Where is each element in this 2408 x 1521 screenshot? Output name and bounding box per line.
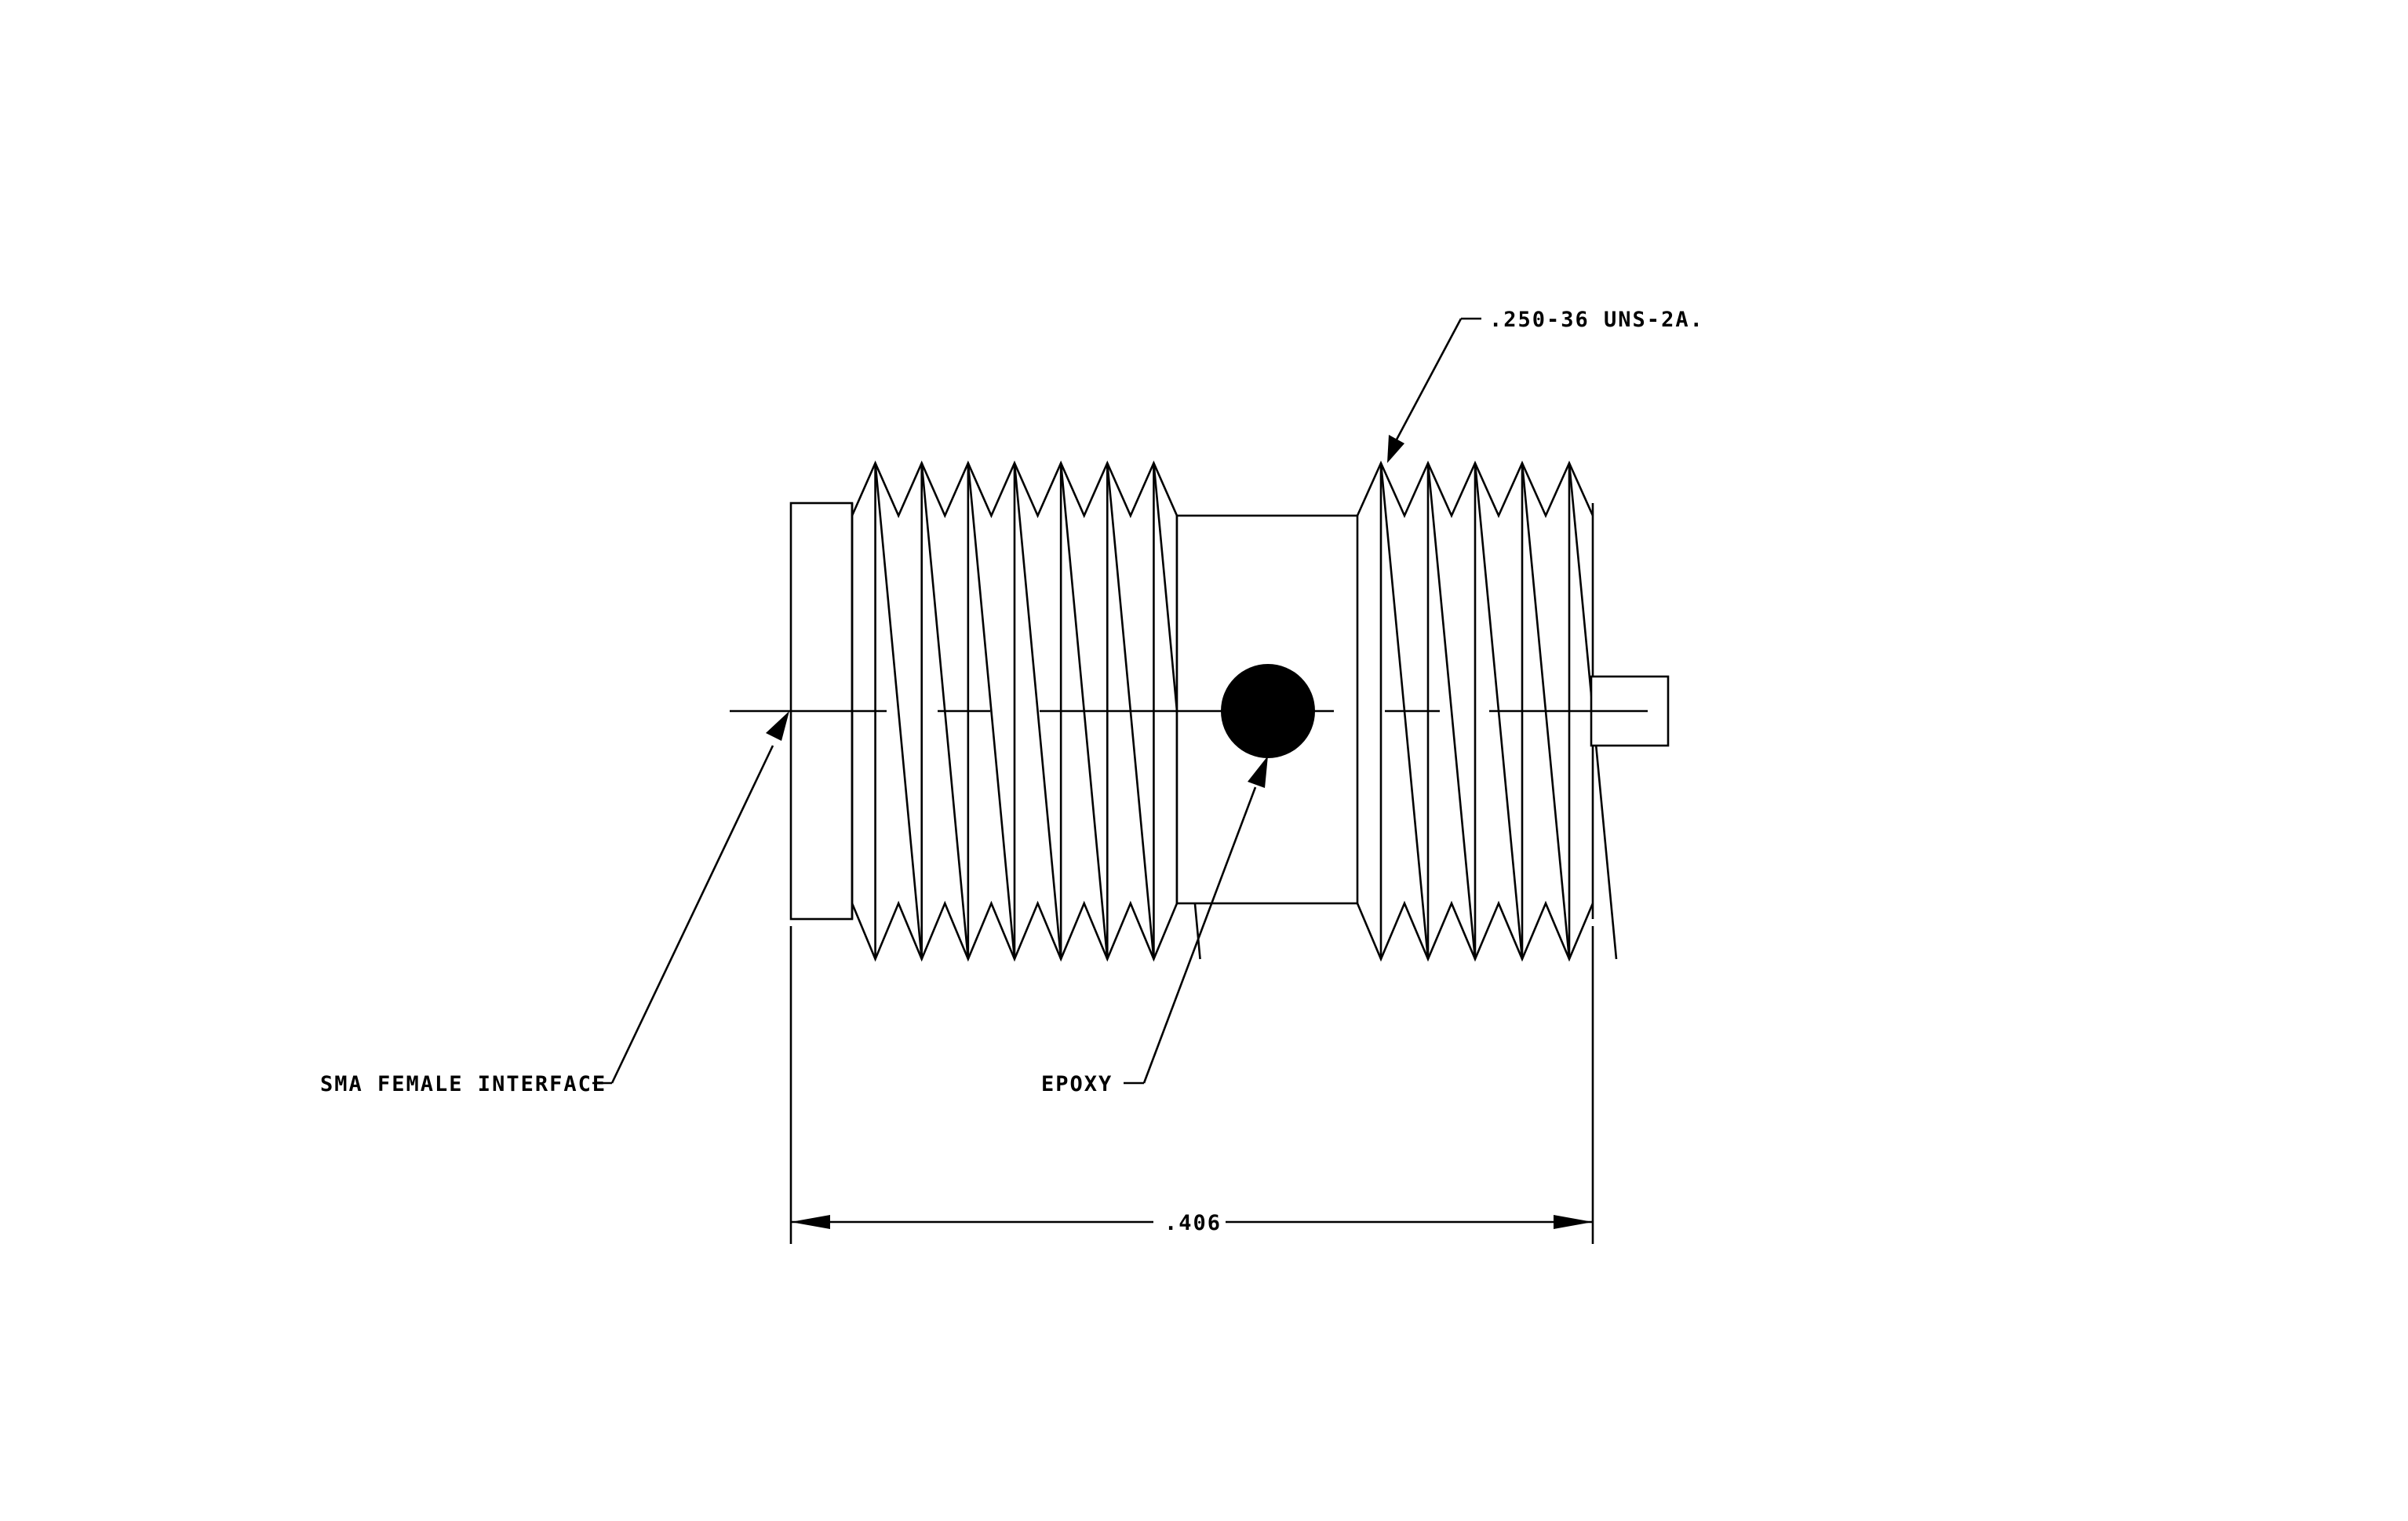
epoxy-label: EPOXY	[1041, 1072, 1113, 1096]
thread-spec-leader	[1387, 317, 1481, 463]
overall-length-dimension	[789, 926, 1594, 1244]
thread-spec-label: .250-36 UNS-2A.	[1489, 308, 1704, 332]
sma-interface-leader	[592, 711, 789, 1085]
thread-helix-line	[1426, 462, 1477, 960]
thread-helix-line	[1013, 462, 1062, 960]
epoxy-leader	[1124, 756, 1268, 1085]
overall-length-label: .406	[1164, 1211, 1222, 1235]
epoxy-dot	[1221, 664, 1315, 758]
thread-helix-line	[967, 462, 1016, 960]
sma-interface-label: SMA FEMALE INTERFACE	[320, 1072, 607, 1096]
thread-helix-line	[874, 462, 923, 960]
